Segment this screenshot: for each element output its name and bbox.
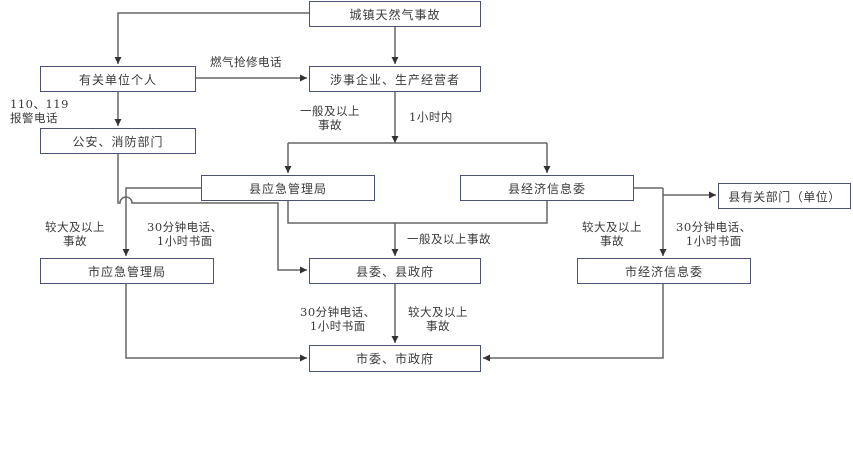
label-report-time-left: 30分钟电话、 1小时书面 [147, 220, 223, 248]
label-larger-accident-center: 较大及以上 事故 [408, 305, 468, 333]
node-gas-incident: 城镇天然气事故 [309, 1, 481, 27]
label-gas-repair-phone: 燃气抢修电话 [210, 55, 282, 69]
label-larger-accident-left: 较大及以上 事故 [45, 220, 105, 248]
node-city-government: 市委、市政府 [309, 345, 481, 372]
edge-police-to-county-gov [117, 153, 307, 274]
node-city-econ-committee: 市经济信息委 [577, 258, 751, 284]
label-report-time-center: 30分钟电话、 1小时书面 [300, 305, 376, 333]
node-city-emergency-bureau: 市应急管理局 [40, 258, 214, 284]
label-general-accident-top: 一般及以上 事故 [300, 104, 360, 132]
label-report-time-right: 30分钟电话、 1小时书面 [676, 220, 752, 248]
edge-county-bodies-merge [287, 200, 548, 224]
node-county-econ-committee: 县经济信息委 [460, 175, 634, 201]
label-within-one-hour: 1小时内 [409, 110, 453, 124]
edge-incident-to-individuals [114, 12, 309, 64]
edge-city-econ-to-city-gov [483, 283, 664, 362]
edge-city-emergency-to-city-gov [125, 283, 307, 362]
node-county-emergency-bureau: 县应急管理局 [201, 175, 375, 201]
node-county-departments: 县有关部门（单位） [718, 183, 851, 209]
node-county-government: 县委、县政府 [309, 258, 481, 284]
node-police-fire: 公安、消防部门 [40, 128, 196, 154]
label-alarm-phone: 110、119 报警电话 [10, 97, 69, 125]
node-relevant-individuals: 有关单位个人 [40, 66, 196, 92]
label-general-accident-mid: 一般及以上事故 [407, 232, 491, 246]
edge-county-emergency-to-city-emergency [122, 187, 201, 256]
node-involved-enterprise: 涉事企业、生产经营者 [309, 66, 481, 92]
label-larger-accident-right: 较大及以上 事故 [582, 220, 642, 248]
